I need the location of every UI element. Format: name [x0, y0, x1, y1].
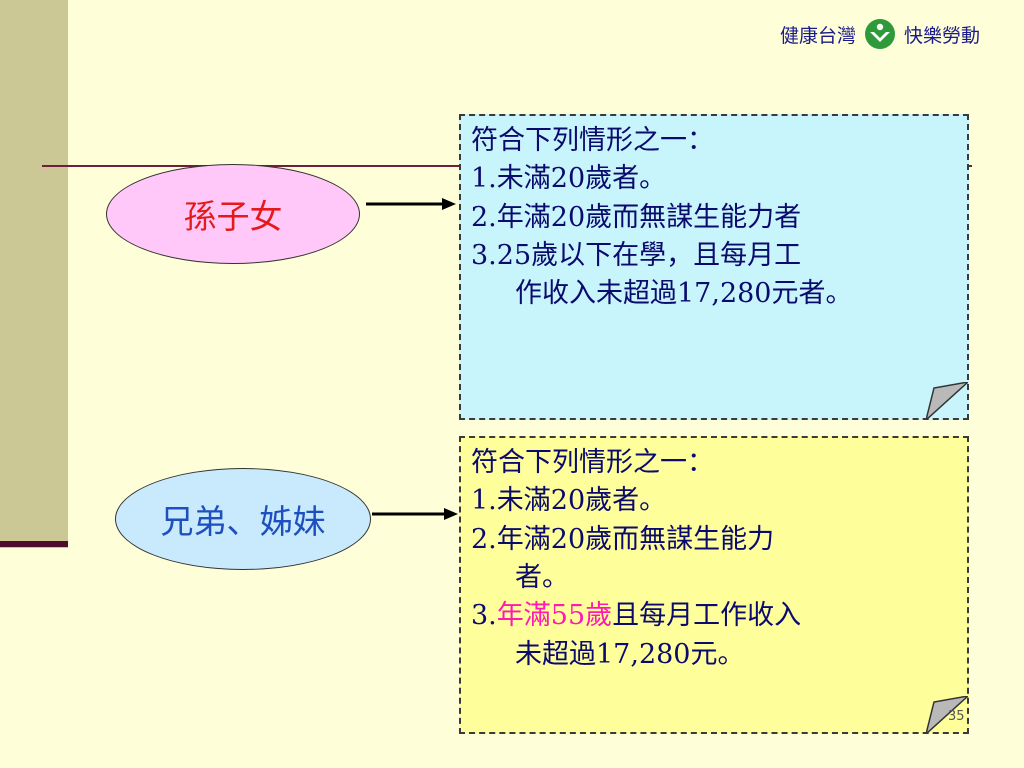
- note-item-2: 2.年滿20歲而無謀生能力者: [471, 201, 802, 233]
- siblings-arrow-icon: [372, 508, 458, 520]
- siblings-label: 兄弟、姊妹: [160, 502, 326, 541]
- left-decor-bar-edge: [0, 541, 68, 547]
- siblings-ellipse: 兄弟、姊妹: [115, 468, 371, 570]
- note-title: 符合下列情形之一：: [471, 447, 714, 478]
- health-logo-icon: [864, 19, 895, 49]
- note-item-3-cont: 未超過17,280元。: [515, 638, 745, 670]
- note-item-1: 1.未滿20歲者。: [471, 485, 667, 517]
- grandchildren-arrow-icon: [366, 198, 456, 210]
- note-item-3-highlight: 年滿55歲: [496, 600, 613, 632]
- header-right-text: 快樂勞動: [903, 24, 980, 47]
- header-left-text: 健康台灣: [779, 24, 856, 47]
- note-curl-icon: [926, 382, 968, 420]
- note-title: 符合下列情形之一：: [471, 125, 714, 156]
- page-number: 35: [948, 709, 965, 724]
- grandchildren-label: 孫子女: [183, 197, 283, 236]
- grandchildren-conditions-note: 符合下列情形之一： 1.未滿20歲者。 2.年滿20歲而無謀生能力者 3.25歲…: [459, 114, 969, 420]
- grandchildren-ellipse: 孫子女: [106, 164, 360, 264]
- note-item-2: 2.年滿20歲而無謀生能力: [471, 523, 775, 555]
- left-decor-bar: [0, 0, 68, 548]
- note-item-3-prefix: 3.: [471, 600, 497, 632]
- note-item-2-cont: 者。: [515, 561, 569, 593]
- header: 健康台灣 快樂勞動: [780, 18, 980, 50]
- note-item-3: 3.年滿55歲且每月工作收入: [471, 597, 957, 635]
- note-curl-icon: [926, 696, 968, 734]
- note-item-3-cont: 作收入未超過17,280元者。: [515, 278, 853, 310]
- note-item-1: 1.未滿20歲者。: [471, 163, 667, 195]
- note-item-3: 3.25歲以下在學，且每月工: [471, 239, 802, 271]
- siblings-conditions-note: 符合下列情形之一： 1.未滿20歲者。 2.年滿20歲而無謀生能力 者。 3.年…: [459, 436, 969, 734]
- note-item-3-rest: 且每月工作收入: [612, 600, 802, 632]
